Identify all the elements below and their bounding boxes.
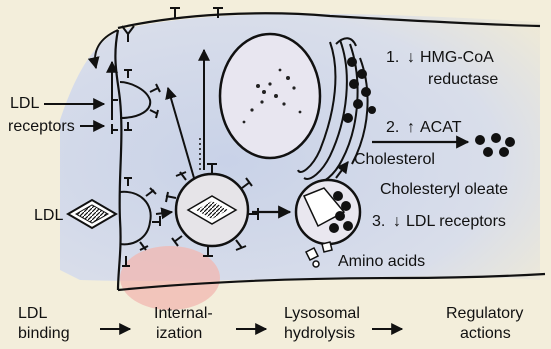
stage-4-line1: Regulatory bbox=[446, 305, 523, 322]
step2-number: 2. bbox=[386, 119, 399, 136]
stage-3-line1: Lysosomal bbox=[284, 305, 360, 322]
ldl-receptors-label-line1: LDL bbox=[10, 95, 39, 112]
step1-number: 1. bbox=[386, 49, 399, 66]
step3-down-arrow-icon: ↓ bbox=[393, 213, 401, 230]
lysosome bbox=[296, 180, 360, 244]
stage-1-line1: LDL bbox=[18, 305, 47, 322]
step3-text: LDL receptors bbox=[406, 213, 506, 230]
stage-4-line2: actions bbox=[460, 325, 511, 342]
stage-3-line2: hydrolysis bbox=[284, 325, 355, 342]
step1-down-arrow-icon: ↓ bbox=[407, 49, 415, 66]
stage-2-line2: ization bbox=[156, 325, 202, 342]
ldl-receptors-label-line2: receptors bbox=[8, 118, 75, 135]
cholesteryl-oleate-label: Cholesteryl oleate bbox=[380, 181, 508, 198]
step2-text: ACAT bbox=[420, 119, 462, 136]
step1-text-line2: reductase bbox=[428, 71, 498, 88]
step2-up-arrow-icon: ↑ bbox=[407, 119, 415, 136]
stage-2-line1: Internal- bbox=[154, 305, 213, 322]
step3-number: 3. bbox=[372, 213, 385, 230]
nucleus bbox=[220, 34, 320, 158]
step1-text-line1: HMG-CoA bbox=[420, 49, 494, 66]
ldl-label: LDL bbox=[34, 207, 63, 224]
amino-acids-label: Amino acids bbox=[338, 253, 425, 270]
cholesterol-label: Cholesterol bbox=[354, 151, 435, 168]
stage-1-line2: binding bbox=[18, 325, 70, 342]
